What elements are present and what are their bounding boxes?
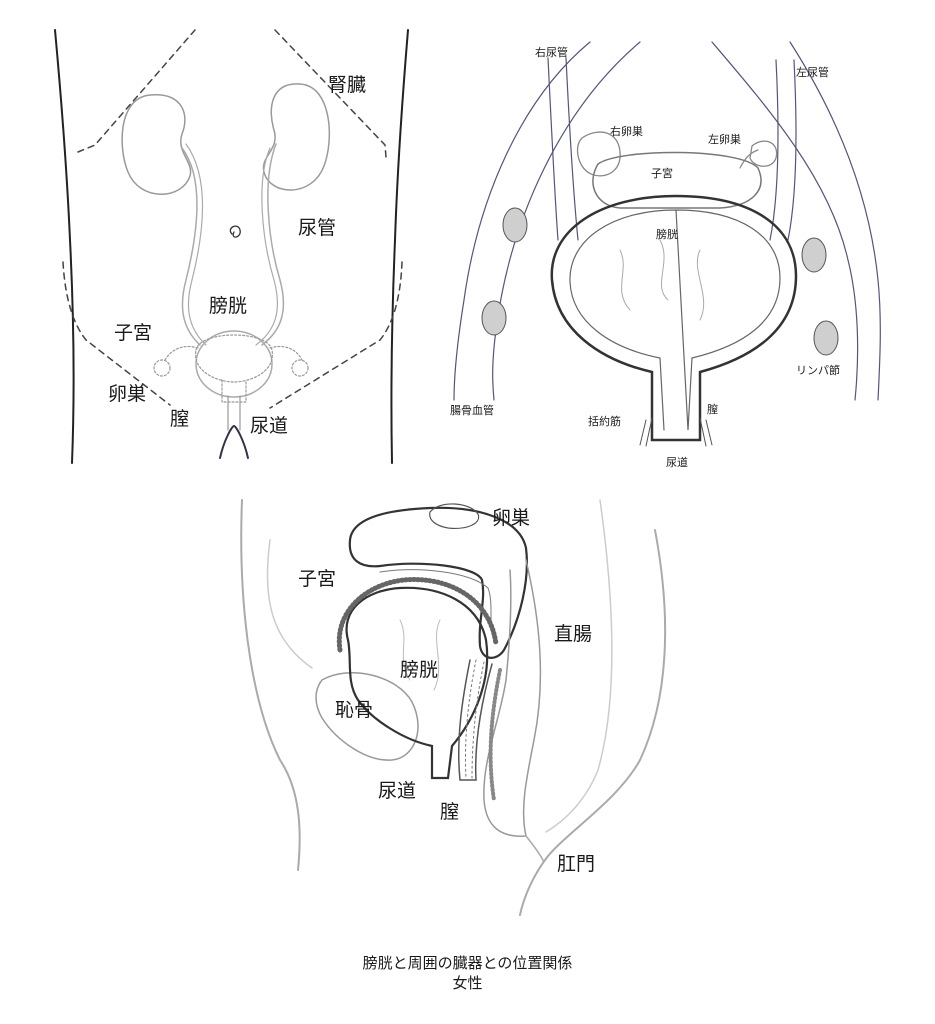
- anus-line: [525, 835, 545, 863]
- sphincter-hatch: [639, 417, 713, 447]
- bladder-front: [195, 330, 273, 398]
- right-ureter-line-a: [547, 57, 559, 241]
- vagina-side-hatch: [464, 659, 485, 779]
- pelvis-outline-left: [62, 261, 171, 406]
- body-outline-left: [54, 29, 75, 464]
- label-right-ovary: 右卵巣: [610, 124, 643, 138]
- label-uterus: 子宮: [114, 322, 152, 344]
- iliac-vessel-right-inner: [789, 41, 881, 401]
- bladder-pelvis-outer: [550, 194, 798, 442]
- left-ureter-line-b: [787, 59, 797, 241]
- uterus-front: [195, 334, 273, 383]
- side-belly-inner: [266, 539, 313, 669]
- figure-caption: 膀胱と周囲の臓器との位置関係: [362, 954, 573, 972]
- iliac-vessel-left-outer: [453, 41, 591, 401]
- iliac-vessel-right-outer: [711, 41, 859, 401]
- ovary-left-front: [153, 359, 171, 377]
- figure-caption-subtitle: 女性: [452, 974, 483, 992]
- label-kidney: 腎臓: [328, 74, 366, 96]
- side-abdomen-outline: [240, 499, 301, 871]
- lymph-node-4: [813, 320, 839, 356]
- right-ureter-line-b: [565, 57, 579, 241]
- uterus-side: [348, 506, 528, 659]
- ovary-side: [429, 503, 480, 529]
- navel: [229, 225, 241, 238]
- label-left-ovary: 左卵巣: [708, 133, 741, 146]
- label-ureter: 尿管: [298, 217, 336, 239]
- label-urethra-side: 尿道: [378, 780, 416, 802]
- label-urethra-pelvis: 尿道: [666, 455, 688, 469]
- ureter-right-b: [255, 147, 278, 346]
- uterus-pelvis: [592, 151, 762, 209]
- label-right-ureter: 右尿管: [535, 45, 568, 59]
- rib-margin-right: [274, 29, 387, 158]
- kidney-left: [121, 94, 192, 195]
- side-view-diagram: [240, 499, 667, 916]
- fallopian-tube-right: [269, 345, 303, 361]
- left-fallopian-tube: [739, 149, 759, 169]
- rectum: [483, 559, 542, 837]
- pelvis-view-diagram: [453, 41, 881, 447]
- pubic-bone: [315, 672, 419, 761]
- ureter-left: [181, 147, 201, 346]
- bladder-folds: [619, 239, 705, 321]
- label-ovary-side: 卵巣: [492, 507, 530, 529]
- label-vagina: 膣: [170, 408, 189, 430]
- front-view-diagram: [54, 29, 409, 464]
- bladder-side-outer: [345, 586, 489, 780]
- side-back-outline: [519, 529, 667, 916]
- label-bladder-pelvis: 膀胱: [656, 227, 678, 241]
- side-back-outline-inner: [545, 499, 613, 833]
- label-rectum: 直腸: [554, 623, 592, 645]
- ureter-right: [261, 143, 285, 346]
- label-anus: 肛門: [557, 853, 595, 875]
- label-vagina-pelvis: 膣: [707, 402, 718, 416]
- lymph-node-3: [801, 237, 827, 273]
- rib-margin-left: [77, 29, 196, 153]
- bladder-side-hatch: [336, 577, 499, 653]
- iliac-vessel-left-inner: [492, 41, 641, 401]
- label-iliac-vessel: 腸骨血管: [450, 403, 494, 417]
- body-outline-right: [390, 29, 409, 464]
- label-ovary: 卵巣: [108, 383, 146, 405]
- label-uterus-pelvis: 子宮: [651, 166, 673, 180]
- label-left-ureter: 左尿管: [796, 65, 829, 79]
- side-view-labels: 卵巣 子宮 直腸 膀胱 恥骨 尿道 膣 肛門: [298, 507, 595, 875]
- vagina-front: [221, 379, 247, 403]
- ovary-right-front: [291, 359, 309, 377]
- bladder-pelvis-inner: [569, 209, 781, 431]
- label-sphincter: 括約筋: [588, 414, 621, 428]
- fallopian-tube-left: [164, 345, 199, 361]
- vagina-side: [458, 659, 493, 781]
- pelvis-view-labels: 右尿管 左尿管 右卵巣 左卵巣 子宮 膀胱 リンパ節 腸骨血管 括約筋 膣 尿道: [450, 45, 840, 469]
- label-pubic-bone: 恥骨: [335, 699, 373, 721]
- label-lymph-node: リンパ節: [796, 363, 840, 377]
- front-view-labels: 腎臓 尿管 膀胱 子宮 卵巣 膣 尿道: [108, 74, 366, 437]
- lymph-node-1: [502, 207, 528, 243]
- urethra-front: [227, 395, 241, 431]
- ureter-left-b: [185, 143, 207, 346]
- label-uterus-side: 子宮: [298, 568, 336, 590]
- left-ovary-shape: [749, 140, 778, 167]
- bladder-side-folds: [399, 619, 441, 691]
- kidney-right: [262, 83, 331, 191]
- pelvis-outline-right: [269, 261, 403, 409]
- legs-gap: [219, 424, 249, 459]
- label-bladder: 膀胱: [209, 295, 247, 317]
- right-ovary-shape: [576, 131, 621, 177]
- lymph-node-2: [481, 300, 507, 336]
- label-bladder-side: 膀胱: [400, 659, 438, 681]
- label-vagina-side: 膣: [440, 801, 459, 823]
- label-urethra: 尿道: [250, 415, 288, 437]
- rectum-hatch: [488, 668, 502, 802]
